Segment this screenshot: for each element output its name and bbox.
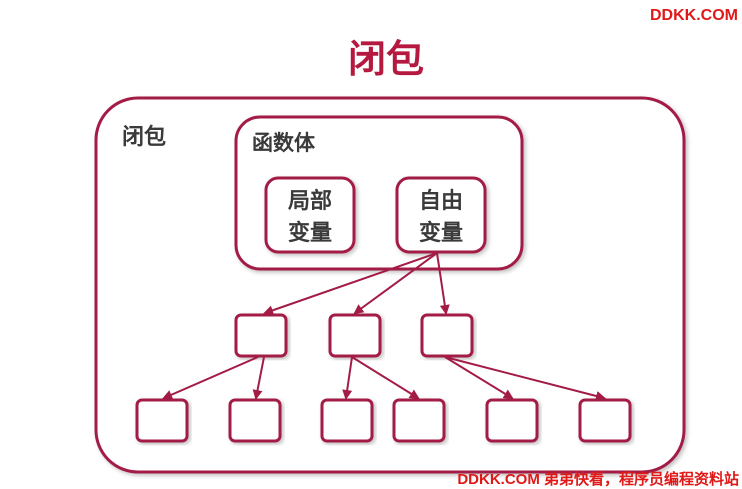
edge-m3-to-node-b5: [444, 356, 514, 400]
edge-m1-to-node-b1: [162, 356, 259, 400]
function-body-label: 函数体: [252, 131, 316, 155]
node-m1: [234, 313, 288, 358]
page-title: 闭包: [348, 37, 424, 81]
node-b1: [135, 398, 189, 443]
edge-m2-to-node-b3: [342, 356, 353, 400]
node-b5: [485, 398, 539, 443]
edge-free-to-node-m3: [436, 252, 450, 315]
edge-free-to-node-m2: [353, 252, 438, 315]
free-variable-box: [395, 176, 487, 254]
edge-m2-to-node-b4: [351, 356, 420, 400]
local-variable-label-line1: 局部: [288, 188, 332, 214]
edge-m1-to-node-b2: [252, 356, 265, 400]
node-b4: [392, 398, 446, 443]
node-b2: [228, 398, 282, 443]
node-m3: [420, 313, 474, 358]
local-variable-box: [264, 176, 356, 254]
node-b3: [320, 398, 374, 443]
local-variable-label-line2: 变量: [288, 220, 332, 246]
node-b6: [578, 398, 632, 443]
watermark-bottom: DDKK.COM 弟弟快看，程序员编程资料站: [457, 470, 739, 488]
edge-free-to-node-m1: [263, 252, 438, 316]
free-variable-label-line1: 自由: [419, 188, 463, 214]
free-variable-label-line2: 变量: [419, 220, 463, 246]
watermark-top: DDKK.COM: [650, 7, 738, 24]
edge-m3-to-node-b6: [444, 356, 606, 401]
closure-label: 闭包: [122, 124, 166, 150]
node-m2: [328, 313, 382, 358]
